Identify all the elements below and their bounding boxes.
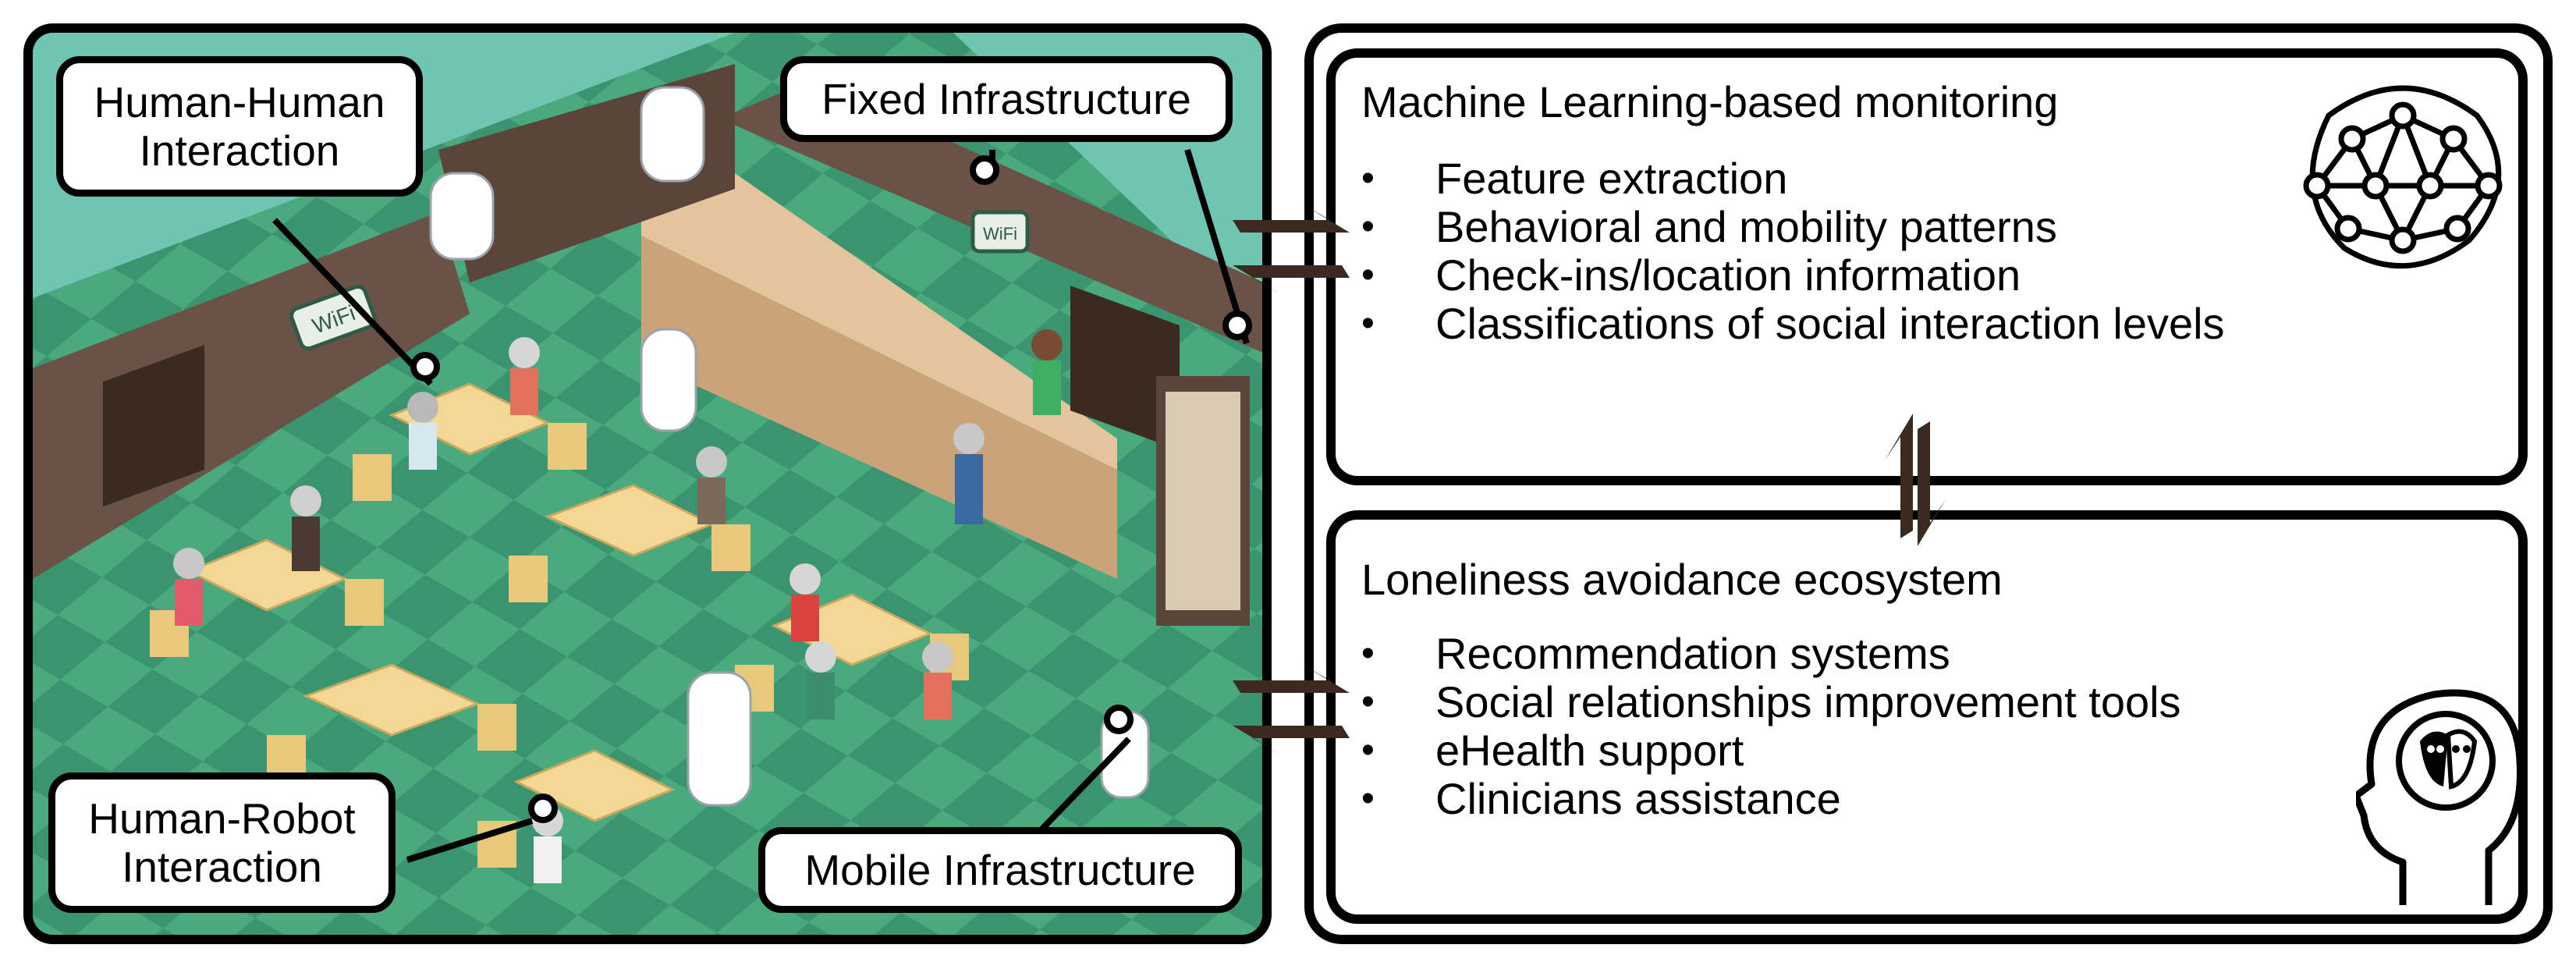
scene-ml-exchange-arrows	[1233, 204, 1350, 293]
list-item: Recommendation systems	[1361, 630, 2181, 679]
fixed-infrastructure-label: Fixed Infrastructure	[821, 75, 1191, 123]
list-item: eHealth support	[1361, 726, 2181, 776]
list-item: Classifications of social interaction le…	[1361, 300, 2225, 349]
list-item: Behavioral and mobility patterns	[1361, 203, 2225, 252]
wifi-right-pin	[970, 155, 999, 185]
mobile-robot-pin	[1104, 705, 1134, 734]
head-theater-masks-icon	[2356, 689, 2524, 905]
list-item: Clinicians assistance	[1361, 775, 2181, 824]
human-human-callout-line2: Interaction	[139, 126, 340, 175]
human-human-interaction-callout: Human-Human Interaction	[56, 56, 423, 197]
mobile-infrastructure-callout: Mobile Infrastructure	[758, 827, 1242, 913]
scene-ecosystem-exchange-arrows	[1233, 665, 1350, 754]
neural-network-icon	[2303, 85, 2503, 269]
wifi-fridge-pin	[1222, 311, 1252, 340]
ml-monitoring-list: Feature extraction Behavioral and mobili…	[1361, 154, 2225, 349]
list-item: Check-ins/location information	[1361, 251, 2225, 300]
human-robot-interaction-callout: Human-Robot Interaction	[48, 772, 396, 913]
svg-text:WiFi: WiFi	[983, 224, 1017, 243]
mobile-infrastructure-label: Mobile Infrastructure	[804, 846, 1196, 894]
human-human-callout-line1: Human-Human	[94, 78, 385, 126]
human-robot-callout-line1: Human-Robot	[88, 794, 356, 843]
ml-monitoring-title: Machine Learning-based monitoring	[1361, 77, 2059, 126]
loneliness-ecosystem-list: Recommendation systems Social relationsh…	[1361, 630, 2181, 824]
system-panel-frame	[1304, 23, 2553, 944]
ml-ecosystem-exchange-arrows	[1885, 414, 1946, 546]
fixed-infrastructure-callout: Fixed Infrastructure	[780, 56, 1233, 142]
list-item: Feature extraction	[1361, 154, 2225, 204]
loneliness-ecosystem-title: Loneliness avoidance ecosystem	[1361, 555, 2003, 604]
human-human-pin	[410, 352, 440, 382]
human-robot-callout-line2: Interaction	[122, 843, 322, 891]
wifi-sign-right: WiFi	[970, 210, 1030, 254]
cafe-scene-panel: WiFi WiFi	[23, 23, 1272, 944]
list-item: Social relationships improvement tools	[1361, 678, 2181, 727]
human-robot-pin	[528, 794, 558, 823]
